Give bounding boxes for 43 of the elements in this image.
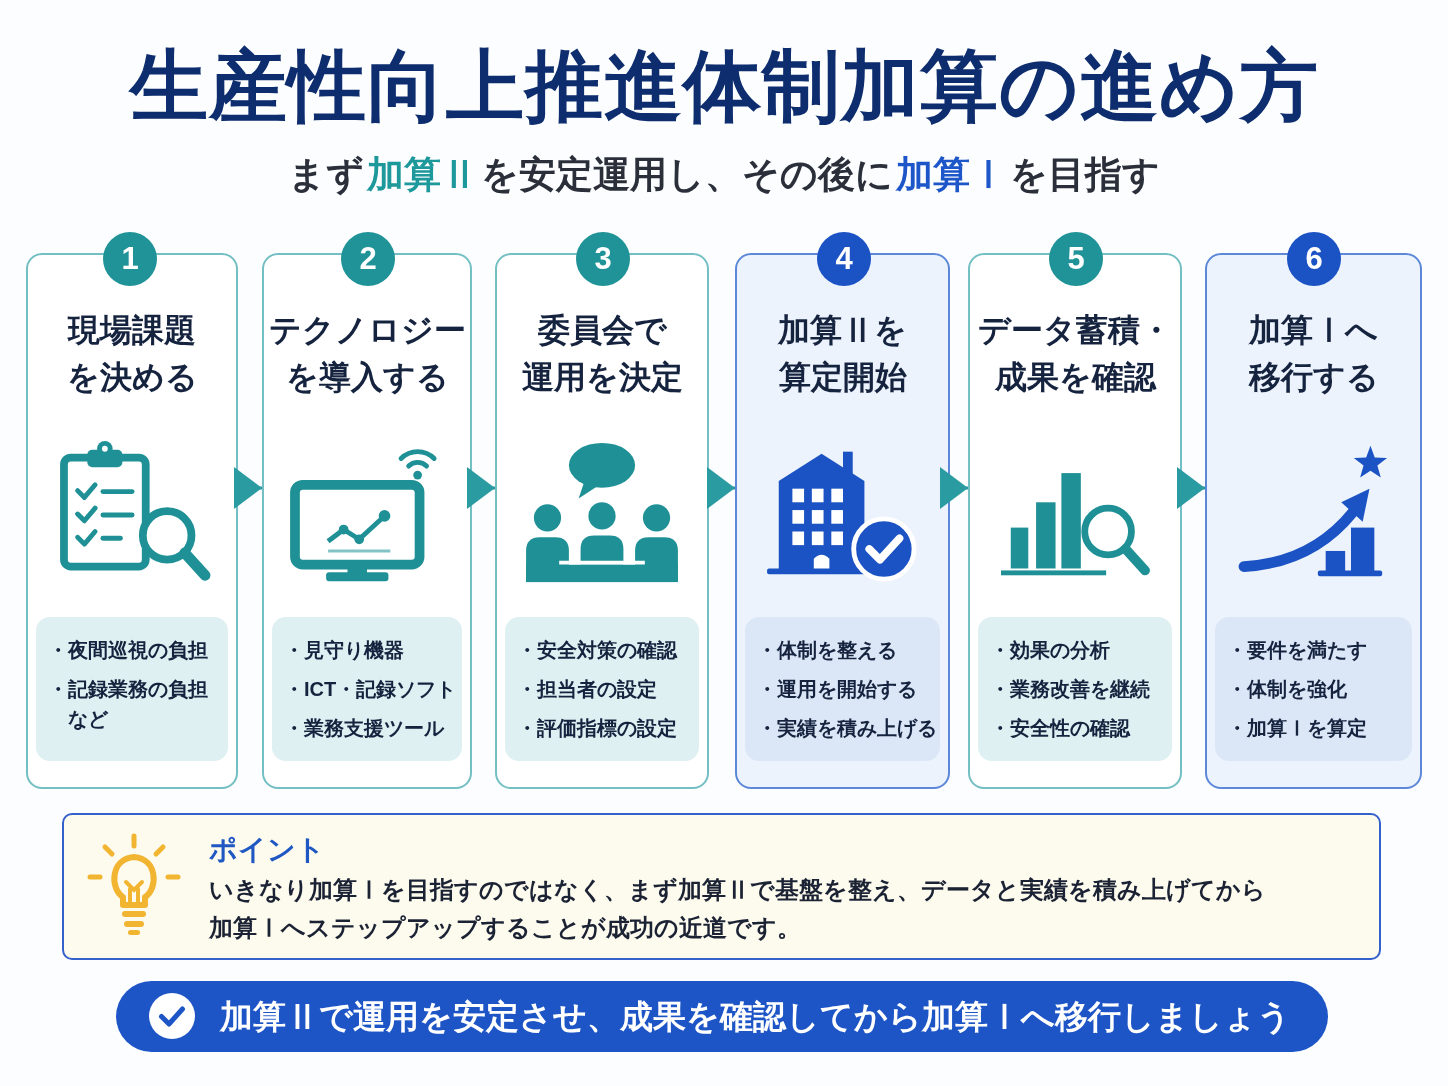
bullet-list <box>272 617 462 761</box>
step-heading: テクノロジーを導入する <box>268 311 466 397</box>
list-item: ・担当者の設定 <box>517 677 657 702</box>
list-item: ・要件を満たす <box>1227 638 1367 663</box>
step-number-badge: 3 <box>576 232 630 286</box>
step-heading: 現場課題を決める <box>66 311 198 397</box>
bullet-list <box>36 617 228 761</box>
arrow <box>1177 467 1205 509</box>
point-heading: ポイント <box>209 833 325 867</box>
list-item: ・業務支援ツール <box>284 716 444 741</box>
bullet-list <box>978 617 1172 761</box>
step-heading: 加算Ⅰへ移行する <box>1248 311 1379 397</box>
step-number-badge: 5 <box>1049 232 1103 286</box>
step-number-badge: 2 <box>341 232 395 286</box>
banner-text: 加算Ⅱで運用を安定させ、成果を確認してから加算Ⅰへ移行しましょう <box>220 997 1291 1037</box>
arrow <box>940 467 968 509</box>
list-item: ・実績を積み上げる <box>757 716 937 741</box>
page-title: 生産性向上推進体制加算の進め方 <box>129 41 1319 132</box>
list-item: ・記録業務の負担など <box>48 677 208 732</box>
arrow <box>707 467 735 509</box>
arrow <box>467 467 495 509</box>
point-text: いきなり加算Ⅰを目指すのではなく、まず加算Ⅱで基盤を整え、データと実績を積み上げてから加算Ⅰへステップアップすることが成功の近道です。 <box>209 875 1266 943</box>
list-item: ・評価指標の設定 <box>517 716 677 741</box>
list-item: ・業務改善を継続 <box>990 677 1150 702</box>
list-item: ・安全対策の確認 <box>517 638 677 663</box>
list-item: ・ICT・記録ソフト <box>284 677 457 702</box>
step-number-badge: 6 <box>1287 232 1341 286</box>
list-item: ・加算Ⅰを算定 <box>1227 716 1367 741</box>
arrow <box>234 467 262 509</box>
list-item: ・安全性の確認 <box>990 716 1130 741</box>
list-item: ・効果の分析 <box>990 638 1110 663</box>
step-number-badge: 1 <box>103 232 157 286</box>
list-item: ・運用を開始する <box>757 677 917 702</box>
list-item: ・体制を整える <box>757 638 897 663</box>
list-item: ・見守り機器 <box>284 638 404 663</box>
step-heading: データ蓄積・成果を確認 <box>978 311 1172 397</box>
list-item: ・体制を強化 <box>1227 677 1347 702</box>
bullet-list <box>505 617 699 761</box>
point-box <box>62 813 1381 960</box>
step-heading: 委員会で運用を決定 <box>521 311 683 397</box>
list-item: ・夜間巡視の負担 <box>48 638 208 663</box>
step-number-badge: 4 <box>817 232 871 286</box>
step-heading: 加算Ⅱを算定開始 <box>778 311 907 397</box>
